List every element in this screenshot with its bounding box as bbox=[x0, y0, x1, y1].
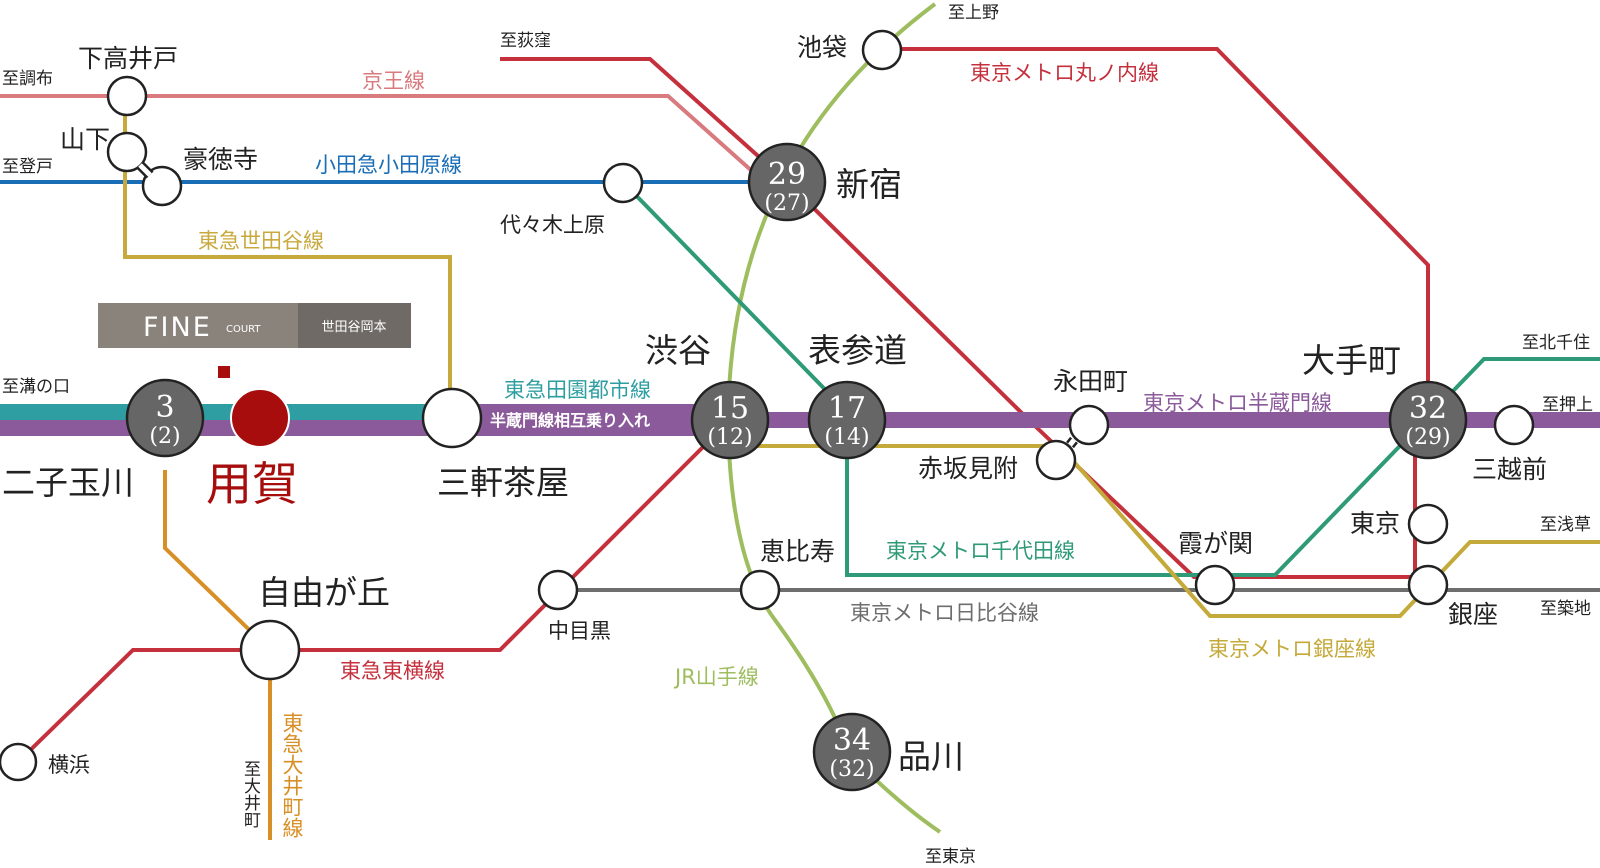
label-mitsukoshimae: 三越前 bbox=[1472, 455, 1547, 484]
station-yamashita bbox=[106, 131, 148, 173]
line-label-keio: 京王線 bbox=[362, 69, 425, 93]
dir-oimachi: 至大井町 bbox=[240, 760, 261, 828]
station-shinjuku-marker bbox=[747, 142, 827, 222]
line-label-oimachi: 東急大井町線 bbox=[280, 712, 304, 838]
label-ginza: 銀座 bbox=[1448, 600, 1498, 629]
station-akasakamitsuke bbox=[1035, 439, 1077, 481]
line-label-toyoko: 東急東横線 bbox=[340, 659, 445, 683]
property-badge: FINE COURT 世田谷岡本 bbox=[98, 303, 411, 378]
station-ginza bbox=[1407, 564, 1449, 606]
label-yamashita: 山下 bbox=[60, 125, 110, 154]
hanzomon-through-band bbox=[478, 404, 720, 436]
keio-line bbox=[0, 94, 764, 182]
station-mitsukoshimae bbox=[1493, 404, 1535, 446]
label-shinjuku: 新宿 bbox=[836, 165, 902, 204]
station-shinagawa-marker bbox=[812, 712, 892, 792]
label-sangenjaya: 三軒茶屋 bbox=[437, 463, 569, 502]
line-label-setagaya: 東急世田谷線 bbox=[198, 229, 324, 253]
oimachi-line bbox=[163, 470, 272, 840]
dir-ueno: 至上野 bbox=[948, 3, 999, 23]
label-yoga: 用賀 bbox=[206, 457, 298, 511]
line-label-ginza: 東京メトロ銀座線 bbox=[1208, 637, 1376, 661]
logo-location: 世田谷岡本 bbox=[321, 320, 386, 335]
dir-chofu: 至調布 bbox=[2, 69, 53, 89]
station-kasumigaseki bbox=[1194, 564, 1236, 606]
station-nakameguro bbox=[537, 569, 579, 611]
station-ikebukuro bbox=[861, 29, 903, 71]
label-shibuya: 渋谷 bbox=[645, 331, 711, 370]
toyoko-line bbox=[16, 418, 732, 764]
dir-tokyo: 至東京 bbox=[925, 847, 976, 867]
dir-asakusa: 至浅草 bbox=[1540, 515, 1591, 535]
marunouchi-line bbox=[500, 47, 1430, 579]
label-tokyo: 東京 bbox=[1350, 509, 1400, 538]
time-shinjuku: 29 bbox=[768, 157, 806, 192]
setagaya-line bbox=[123, 96, 452, 412]
line-label-odakyu: 小田急小田原線 bbox=[315, 153, 462, 177]
label-jiyugaoka: 自由が丘 bbox=[258, 573, 390, 612]
line-label-hanzomon: 東京メトロ半蔵門線 bbox=[1143, 391, 1332, 415]
label-otemachi: 大手町 bbox=[1302, 341, 1401, 380]
time-shinagawa: 34 bbox=[833, 723, 871, 758]
station-tokyo bbox=[1407, 503, 1449, 545]
hanzomon-band-east bbox=[730, 412, 1600, 428]
label-akasakamitsuke: 赤坂見附 bbox=[918, 454, 1018, 483]
label-gotokuji: 豪徳寺 bbox=[183, 145, 258, 174]
time-otemachi: 32 bbox=[1409, 391, 1447, 426]
station-futako-marker bbox=[125, 378, 205, 458]
station-yoyogiuehara bbox=[602, 162, 644, 204]
station-shimotakaido bbox=[106, 75, 148, 117]
dir-kitasenju: 至北千住 bbox=[1522, 333, 1590, 353]
line-label-denentoshi: 東急田園都市線 bbox=[504, 378, 651, 402]
line-label-yamanote: JR山手線 bbox=[673, 665, 759, 689]
time-omotesando: 17 bbox=[828, 391, 866, 426]
dir-oshiage: 至押上 bbox=[1542, 395, 1593, 415]
logo-word: FINE bbox=[143, 312, 212, 343]
time-shinjuku-sub: (27) bbox=[764, 191, 809, 216]
dir-mizonokuchi: 至溝の口 bbox=[2, 377, 70, 397]
dir-tsukiji: 至築地 bbox=[1540, 599, 1591, 619]
logo-sub: COURT bbox=[226, 324, 261, 335]
time-shibuya-sub: (12) bbox=[707, 425, 752, 450]
label-nakameguro: 中目黒 bbox=[548, 619, 611, 643]
station-ebisu bbox=[739, 569, 781, 611]
station-yoga-marker bbox=[230, 388, 290, 448]
label-yoyogiuehara: 代々木上原 bbox=[500, 213, 605, 237]
time-futako: 3 bbox=[155, 390, 174, 425]
line-label-hanzomon-through: 半蔵門線相互乗り入れ bbox=[490, 411, 650, 430]
time-shibuya: 15 bbox=[711, 391, 749, 426]
time-omotesando-sub: (14) bbox=[824, 425, 869, 450]
dir-noborito: 至登戸 bbox=[2, 157, 53, 177]
station-sangenjaya bbox=[421, 387, 483, 449]
property-marker bbox=[218, 366, 230, 378]
label-shinagawa: 品川 bbox=[898, 737, 964, 776]
label-omotesando: 表参道 bbox=[808, 331, 907, 370]
label-nagatacho: 永田町 bbox=[1053, 367, 1128, 396]
station-yokohama bbox=[0, 742, 38, 782]
dir-ogikubo: 至荻窪 bbox=[500, 31, 551, 51]
time-futako-sub: (2) bbox=[149, 424, 180, 449]
station-gotokuji bbox=[141, 165, 183, 207]
label-shimotakaido: 下高井戸 bbox=[78, 44, 178, 73]
label-ikebukuro: 池袋 bbox=[797, 33, 847, 62]
line-label-marunouchi: 東京メトロ丸ノ内線 bbox=[970, 61, 1159, 85]
station-nagatacho bbox=[1068, 404, 1110, 446]
line-label-chiyoda: 東京メトロ千代田線 bbox=[886, 539, 1075, 563]
ginza-line bbox=[730, 444, 1600, 618]
label-futakotamagawa: 二子玉川 bbox=[2, 463, 134, 502]
station-shibuya-marker bbox=[690, 380, 770, 460]
label-yokohama: 横浜 bbox=[48, 753, 90, 777]
line-label-hibiya: 東京メトロ日比谷線 bbox=[850, 601, 1039, 625]
time-otemachi-sub: (29) bbox=[1405, 425, 1450, 450]
station-jiyugaoka bbox=[239, 619, 301, 681]
label-ebisu: 恵比寿 bbox=[760, 537, 835, 566]
time-shinagawa-sub: (32) bbox=[829, 757, 874, 782]
label-kasumigaseki: 霞が関 bbox=[1178, 529, 1253, 558]
station-omotesando-marker bbox=[807, 380, 887, 460]
station-otemachi-marker bbox=[1388, 380, 1468, 460]
